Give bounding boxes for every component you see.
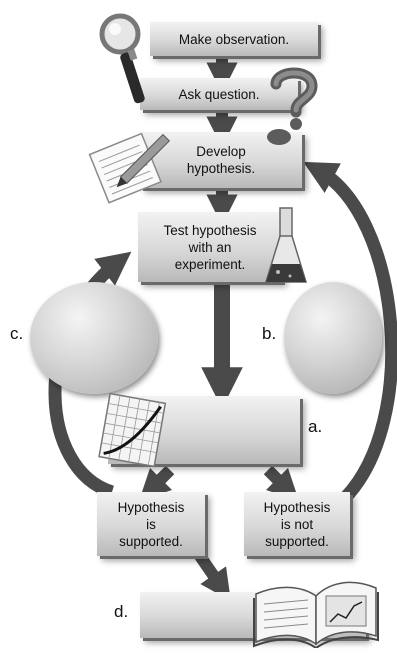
data-graph-icon — [98, 392, 167, 468]
ask-question-text: Ask question. — [178, 86, 260, 102]
label-a: a. — [308, 417, 323, 436]
label-d: d. — [114, 602, 129, 621]
make-observation-text: Make observation. — [178, 31, 290, 47]
test-hypothesis-text: Test hypothesis with an experiment. — [163, 222, 257, 272]
hypothesis-not-supported-box: Hypothesis is not supported. — [244, 492, 350, 556]
label-b: b. — [262, 324, 277, 343]
label-c: c. — [10, 324, 24, 343]
pencil-notepad-icon — [88, 132, 171, 204]
make-observation-box: Make observation. — [150, 22, 318, 56]
magnifying-glass-icon — [99, 13, 145, 104]
test-hypothesis-box: Test hypothesis with an experiment. — [138, 212, 282, 282]
hypothesis-supported-box: Hypothesis is supported. — [97, 492, 205, 556]
develop-hypothesis-text: Develop hypothesis. — [186, 144, 256, 176]
loop-arrow-not-supported-to-hypothesis — [303, 161, 397, 503]
blank-circle-b — [284, 282, 382, 394]
open-book-icon — [253, 581, 379, 648]
question-mark-icon — [270, 67, 318, 130]
arrow-results-to-not-supported — [263, 465, 300, 502]
arrow-supported-to-d — [195, 552, 231, 601]
small-question-dot-icon — [267, 129, 291, 145]
arrow-results-to-supported — [138, 465, 175, 502]
hypothesis-supported-text: Hypothesis is supported. — [117, 499, 185, 549]
flask-icon — [264, 207, 308, 283]
hypothesis-not-supported-text: Hypothesis is not supported. — [263, 499, 331, 549]
blank-circle-c — [30, 282, 158, 394]
